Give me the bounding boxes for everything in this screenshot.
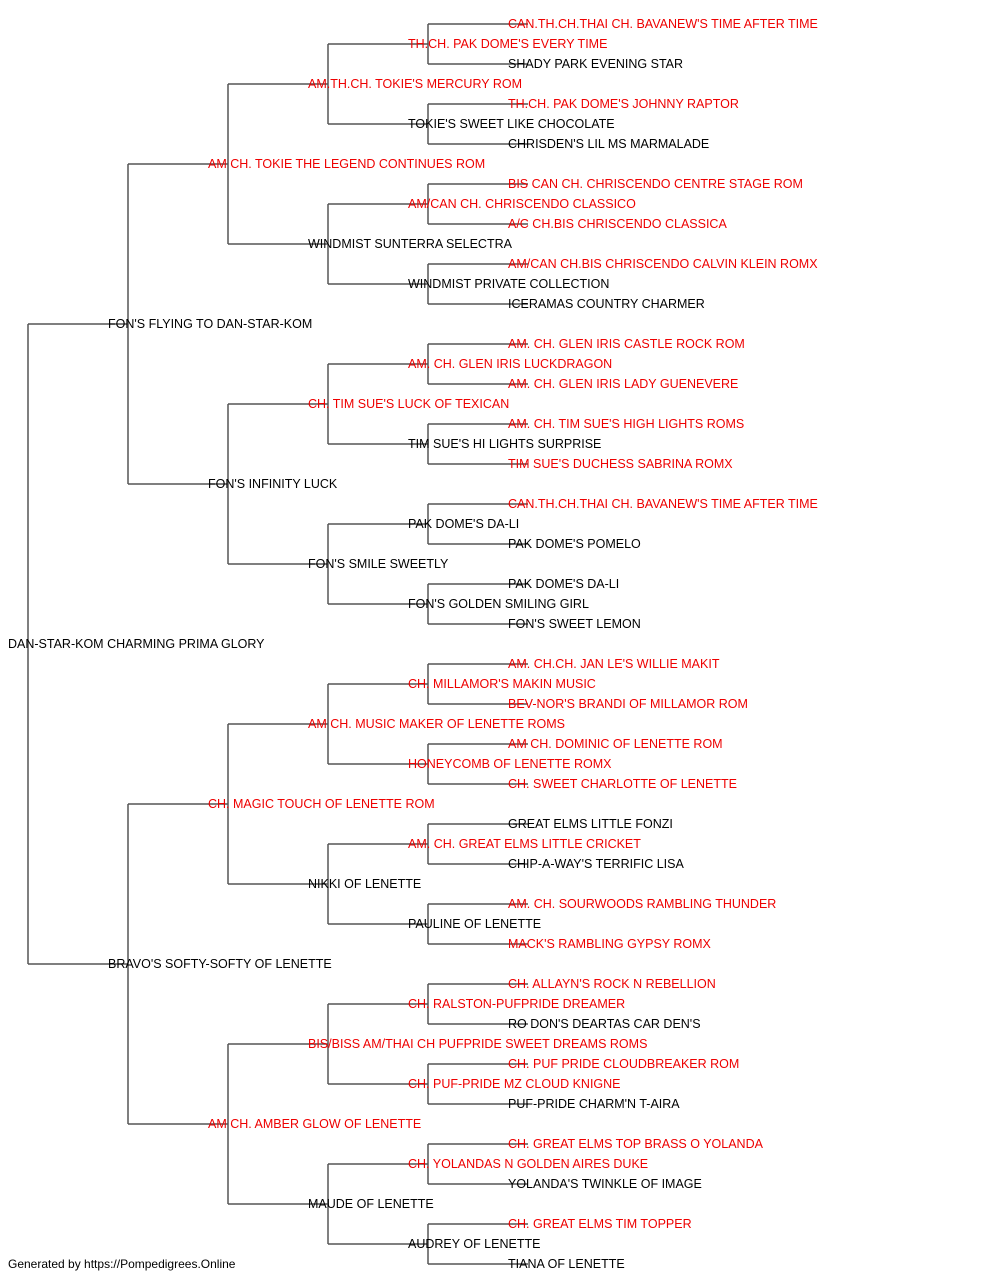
ancestor-gen3-2: WINDMIST SUNTERRA SELECTRA [308,237,513,251]
ancestor-gen3-8: MAUDE OF LENETTE [308,1197,434,1211]
ancestor-gen4-13: CH. RALSTON-PUFPRIDE DREAMER [408,997,625,1011]
ancestor-gen4-4: WINDMIST PRIVATE COLLECTION [408,277,609,291]
ancestor-gen5-23: AM. CH. SOURWOODS RAMBLING THUNDER [508,897,776,911]
ancestor-gen4-2: TOKIE'S SWEET LIKE CHOCOLATE [408,117,615,131]
ancestor-gen5-28: PUF-PRIDE CHARM'N T-AIRA [508,1097,680,1111]
ancestor-gen4-3: AM/CAN CH. CHRISCENDO CLASSICO [408,197,636,211]
ancestor-gen4-9: CH. MILLAMOR'S MAKIN MUSIC [408,677,596,691]
ancestor-gen4-15: CH. YOLANDAS N GOLDEN AIRES DUKE [408,1157,648,1171]
ancestor-gen4-16: AUDREY OF LENETTE [408,1237,540,1251]
ancestor-gen2-2: FON'S INFINITY LUCK [208,477,338,491]
ancestor-gen3-7: BIS/BISS AM/THAI CH PUFPRIDE SWEET DREAM… [308,1037,647,1051]
ancestor-gen5-31: CH. GREAT ELMS TIM TOPPER [508,1217,692,1231]
ancestor-gen1-1: FON'S FLYING TO DAN-STAR-KOM [108,317,312,331]
ancestor-gen5-1: CAN.TH.CH.THAI CH. BAVANEW'S TIME AFTER … [508,17,818,31]
ancestor-gen1-2: BRAVO'S SOFTY-SOFTY OF LENETTE [108,957,332,971]
ancestor-gen4-6: TIM SUE'S HI LIGHTS SURPRISE [408,437,601,451]
ancestor-gen2-4: AM CH. AMBER GLOW OF LENETTE [208,1117,421,1131]
ancestor-gen5-10: AM. CH. GLEN IRIS LADY GUENEVERE [508,377,738,391]
ancestor-gen5-4: CHRISDEN'S LIL MS MARMALADE [508,137,709,151]
ancestor-gen5-17: AM. CH.CH. JAN LE'S WILLIE MAKIT [508,657,720,671]
ancestor-gen5-8: ICERAMAS COUNTRY CHARMER [508,297,705,311]
ancestor-gen4-11: AM. CH. GREAT ELMS LITTLE CRICKET [408,837,641,851]
ancestor-gen3-5: AM CH. MUSIC MAKER OF LENETTE ROMS [308,717,565,731]
ancestor-gen5-16: FON'S SWEET LEMON [508,617,641,631]
ancestor-gen5-12: TIM SUE'S DUCHESS SABRINA ROMX [508,457,733,471]
ancestor-gen5-7: AM/CAN CH.BIS CHRISCENDO CALVIN KLEIN RO… [508,257,818,271]
ancestor-gen5-20: CH. SWEET CHARLOTTE OF LENETTE [508,777,737,791]
ancestor-gen3-3: CH. TIM SUE'S LUCK OF TEXICAN [308,397,509,411]
pedigree-connectors [27,23,528,1265]
ancestor-gen3-1: AM.TH.CH. TOKIE'S MERCURY ROM [308,77,522,91]
ancestor-gen2-1: AM CH. TOKIE THE LEGEND CONTINUES ROM [208,157,485,171]
ancestor-gen5-18: BEV-NOR'S BRANDI OF MILLAMOR ROM [508,697,748,711]
ancestor-gen5-2: SHADY PARK EVENING STAR [508,57,683,71]
ancestor-gen5-9: AM. CH. GLEN IRIS CASTLE ROCK ROM [508,337,745,351]
ancestor-gen5-32: TIANA OF LENETTE [508,1257,625,1271]
ancestor-gen5-29: CH. GREAT ELMS TOP BRASS O YOLANDA [508,1137,764,1151]
subject-name: DAN-STAR-KOM CHARMING PRIMA GLORY [8,637,265,651]
ancestor-gen5-26: RO DON'S DEARTAS CAR DEN'S [508,1017,701,1031]
ancestor-gen2-3: CH. MAGIC TOUCH OF LENETTE ROM [208,797,435,811]
ancestor-gen5-27: CH. PUF PRIDE CLOUDBREAKER ROM [508,1057,739,1071]
ancestor-gen5-6: A/C CH.BIS CHRISCENDO CLASSICA [508,217,727,231]
ancestor-gen4-7: PAK DOME'S DA-LI [408,517,519,531]
generated-by-footer: Generated by https://Pompedigrees.Online [8,1257,236,1271]
ancestor-gen4-10: HONEYCOMB OF LENETTE ROMX [408,757,612,771]
ancestor-gen5-21: GREAT ELMS LITTLE FONZI [508,817,673,831]
ancestor-gen5-30: YOLANDA'S TWINKLE OF IMAGE [508,1177,702,1191]
ancestor-gen4-12: PAULINE OF LENETTE [408,917,541,931]
ancestor-gen5-15: PAK DOME'S DA-LI [508,577,619,591]
ancestor-gen5-3: TH.CH. PAK DOME'S JOHNNY RAPTOR [508,97,739,111]
ancestor-gen5-25: CH. ALLAYN'S ROCK N REBELLION [508,977,716,991]
ancestor-gen5-11: AM. CH. TIM SUE'S HIGH LIGHTS ROMS [508,417,744,431]
ancestor-gen5-13: CAN.TH.CH.THAI CH. BAVANEW'S TIME AFTER … [508,497,818,511]
ancestor-gen4-1: TH.CH. PAK DOME'S EVERY TIME [408,37,607,51]
ancestor-gen4-8: FON'S GOLDEN SMILING GIRL [408,597,589,611]
ancestor-gen4-14: CH. PUF-PRIDE MZ CLOUD KNIGNE [408,1077,621,1091]
pedigree-labels: DAN-STAR-KOM CHARMING PRIMA GLORY FON'S F… [8,17,818,1271]
ancestor-gen3-6: NIKKI OF LENETTE [308,877,421,891]
ancestor-gen5-14: PAK DOME'S POMELO [508,537,641,551]
ancestor-gen5-24: MACK'S RAMBLING GYPSY ROMX [508,937,712,951]
ancestor-gen4-5: AM. CH. GLEN IRIS LUCKDRAGON [408,357,612,371]
ancestor-gen5-22: CHIP-A-WAY'S TERRIFIC LISA [508,857,684,871]
ancestor-gen3-4: FON'S SMILE SWEETLY [308,557,449,571]
ancestor-gen5-5: BIS CAN CH. CHRISCENDO CENTRE STAGE ROM [508,177,803,191]
ancestor-gen5-19: AM CH. DOMINIC OF LENETTE ROM [508,737,723,751]
